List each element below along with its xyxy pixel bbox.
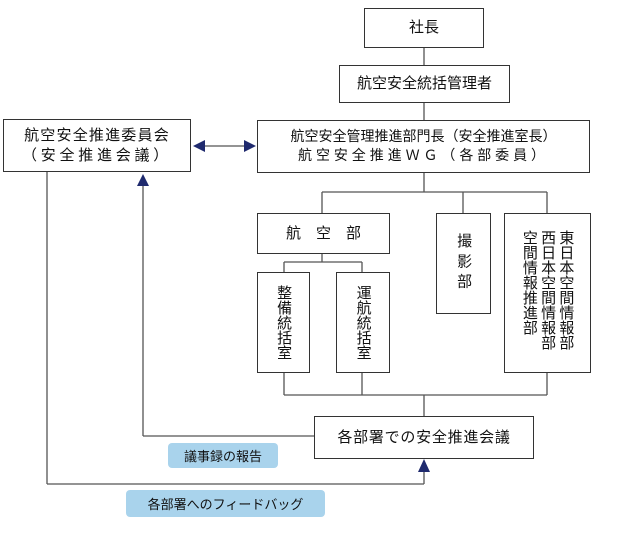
operations-office-label: 運航統括室	[354, 285, 373, 360]
safety-manager-box: 航空安全統括管理者	[339, 65, 510, 103]
president-label: 社長	[408, 18, 439, 37]
dept-head-title: 航空安全管理推進部門長（安全推進室長）	[290, 129, 557, 146]
east-japan-dept-label: 東日本空間情報部	[557, 230, 576, 350]
arrowhead-left	[193, 140, 205, 152]
committee-subname: （安全推進会議）	[21, 145, 172, 164]
arrowhead-up-report	[137, 174, 149, 186]
feedback-tag: 各部署へのフィードバッグ	[126, 490, 325, 517]
dept-safety-meeting-box: 各部署での安全推進会議	[314, 416, 534, 459]
spatial-info-promotion-label: 空間情報推進部	[520, 230, 539, 335]
safety-wg-title: 航空安全推進ＷＧ（各部委員）	[298, 147, 549, 164]
spatial-info-depts-box: 東日本空間情報部 西日本空間情報部 空間情報推進部	[504, 213, 591, 373]
minutes-report-tag: 議事録の報告	[168, 443, 278, 468]
dept-head-box: 航空安全管理推進部門長（安全推進室長） 航空安全推進ＷＧ（各部委員）	[257, 120, 590, 173]
minutes-report-label: 議事録の報告	[183, 450, 262, 465]
arrowhead-up-feedback	[418, 459, 430, 472]
maintenance-office-label: 整備統括室	[275, 285, 294, 360]
aviation-dept-box: 航 空 部	[257, 213, 390, 254]
committee-box: 航空安全推進委員会 （安全推進会議）	[3, 119, 191, 172]
photography-dept-box: 撮影部	[436, 213, 491, 314]
photography-dept-label: 撮影部	[455, 233, 474, 294]
committee-name: 航空安全推進委員会	[24, 126, 170, 144]
west-japan-dept-label: 西日本空間情報部	[539, 230, 558, 350]
dept-safety-meeting-label: 各部署での安全推進会議	[337, 427, 511, 446]
safety-manager-label: 航空安全統括管理者	[356, 74, 492, 93]
maintenance-office-box: 整備統括室	[257, 272, 310, 373]
spatial-info-columns: 東日本空間情報部 西日本空間情報部 空間情報推進部	[520, 230, 576, 350]
president-box: 社長	[364, 8, 484, 48]
operations-office-box: 運航統括室	[336, 272, 390, 373]
arrowhead-right	[244, 140, 256, 152]
aviation-dept-label: 航 空 部	[285, 223, 361, 242]
feedback-label: 各部署へのフィードバッグ	[147, 498, 304, 513]
